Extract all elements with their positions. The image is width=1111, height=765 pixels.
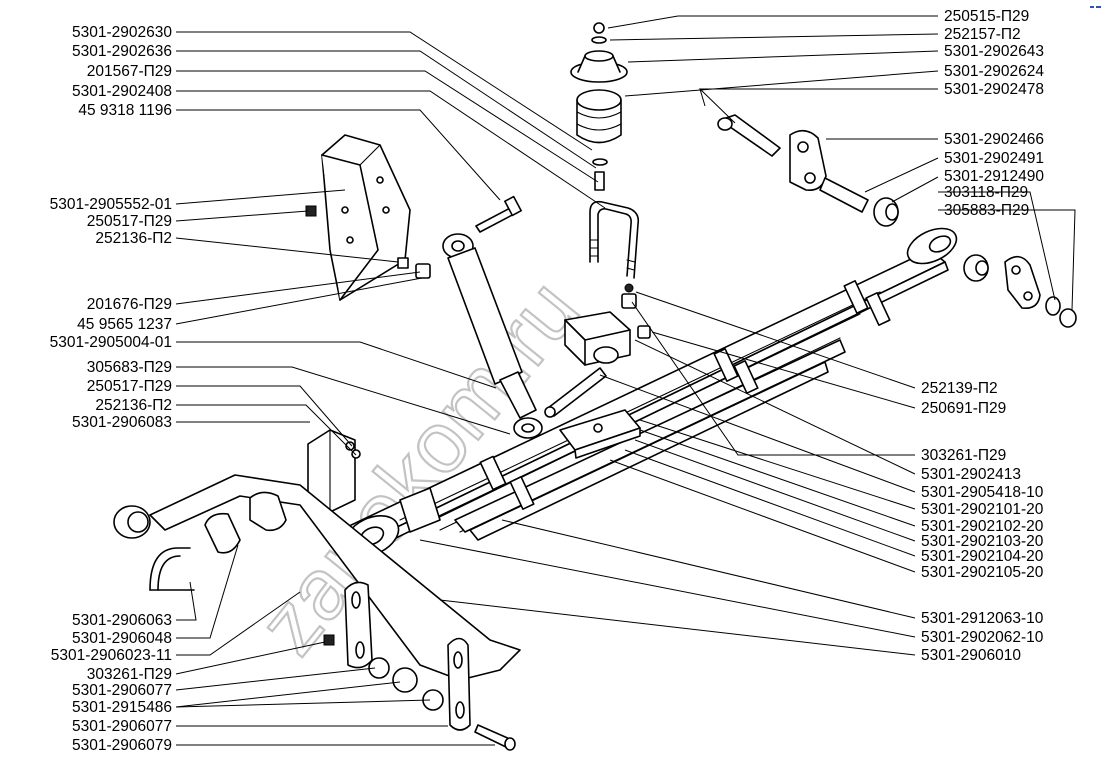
stabilizer-link-2 bbox=[447, 637, 471, 731]
u-bolt bbox=[589, 200, 640, 279]
shock-bolt bbox=[475, 195, 522, 233]
part-label: 5301-2906023-11 bbox=[51, 647, 172, 664]
part-label: 252139-П2 bbox=[921, 380, 998, 397]
shackle-bushing bbox=[873, 197, 899, 227]
part-label: 5301-2902413 bbox=[921, 466, 1021, 483]
part-label: 5301-2912063-10 bbox=[921, 610, 1044, 627]
shackle-plate bbox=[789, 129, 869, 213]
stabilizer-bushings bbox=[113, 491, 287, 554]
labels-left: 5301-2902630 5301-2902636 201567-П29 530… bbox=[50, 24, 173, 754]
part-label: 5301-2905004-01 bbox=[50, 334, 172, 351]
stabilizer-clamp bbox=[149, 547, 195, 591]
part-label: 45 9318 1196 bbox=[78, 102, 172, 119]
part-label: 305883-П29 bbox=[944, 202, 1029, 219]
part-label: 5301-2902643 bbox=[944, 43, 1044, 60]
part-label: 5301-2912490 bbox=[944, 168, 1044, 185]
part-label: 250515-П29 bbox=[944, 8, 1029, 25]
part-label: 303118-П29 bbox=[944, 184, 1028, 201]
part-label: 252136-П2 bbox=[95, 397, 172, 414]
part-label: 250517-П29 bbox=[87, 378, 172, 395]
stabilizer-link-1 bbox=[344, 581, 373, 669]
axle-spring-seat bbox=[564, 311, 631, 366]
corner-mark bbox=[1090, 6, 1094, 8]
rear-shackle-parts bbox=[963, 254, 1077, 328]
stabilizer-bracket bbox=[307, 429, 361, 513]
centre-pin bbox=[544, 367, 607, 418]
part-label: 5301-2902105-20 bbox=[921, 564, 1044, 581]
part-label: 5301-2902624 bbox=[944, 63, 1044, 80]
part-label: 5301-2905552-01 bbox=[50, 196, 172, 213]
part-label: 252136-П2 bbox=[95, 230, 172, 247]
part-label: 5301-2906077 bbox=[72, 682, 172, 699]
part-label: 45 9565 1237 bbox=[77, 316, 172, 333]
part-label: 5301-2906083 bbox=[72, 414, 172, 431]
parts-drawing bbox=[113, 22, 1077, 751]
part-label: 5301-2902478 bbox=[944, 81, 1044, 98]
part-label: 5301-2906048 bbox=[72, 630, 172, 647]
shackle-bolt bbox=[717, 114, 781, 157]
part-label: 252157-П2 bbox=[944, 26, 1021, 43]
part-label: 5301-2902104-20 bbox=[921, 548, 1044, 565]
part-label: 5301-2902636 bbox=[72, 43, 172, 60]
labels-right: 250515-П29 252157-П2 5301-2902643 5301-2… bbox=[921, 8, 1044, 664]
bracket-nuts bbox=[305, 205, 431, 279]
part-label: 250691-П29 bbox=[921, 400, 1006, 417]
part-label: 5301-2902103-20 bbox=[921, 533, 1044, 550]
part-label: 5301-2906077 bbox=[72, 718, 172, 735]
part-label: 5301-2902101-20 bbox=[921, 501, 1044, 518]
part-label: 5301-2906010 bbox=[921, 647, 1021, 664]
link-bushings bbox=[323, 634, 516, 751]
part-label: 5301-2902408 bbox=[72, 83, 172, 100]
part-label: 5301-2906079 bbox=[72, 737, 172, 754]
part-label: 5301-2902062-10 bbox=[921, 629, 1044, 646]
part-label: 5301-2902102-20 bbox=[921, 518, 1044, 535]
stabilizer-bar bbox=[149, 474, 521, 681]
leader-lines bbox=[175, 15, 1076, 746]
part-label: 303261-П29 bbox=[87, 666, 172, 683]
bump-stop bbox=[570, 22, 628, 191]
part-label: 5301-2902630 bbox=[72, 24, 172, 41]
part-label: 5301-2902466 bbox=[944, 131, 1044, 148]
leaf-spring bbox=[344, 227, 958, 557]
frame-bracket bbox=[321, 134, 411, 301]
part-label: 305683-П29 bbox=[87, 359, 172, 376]
part-label: 5301-2906063 bbox=[72, 612, 172, 629]
u-bolt-nuts bbox=[621, 283, 651, 339]
part-label: 250517-П29 bbox=[87, 213, 172, 230]
shock-absorber bbox=[442, 233, 543, 439]
part-label: 5301-2902491 bbox=[944, 150, 1044, 167]
corner-mark bbox=[1096, 6, 1101, 8]
part-label: 5301-2905418-10 bbox=[921, 484, 1044, 501]
part-label: 201567-П29 bbox=[87, 63, 172, 80]
part-label: 201676-П29 bbox=[87, 296, 172, 313]
part-label: 5301-2915486 bbox=[72, 699, 172, 716]
part-label: 303261-П29 bbox=[921, 447, 1006, 464]
